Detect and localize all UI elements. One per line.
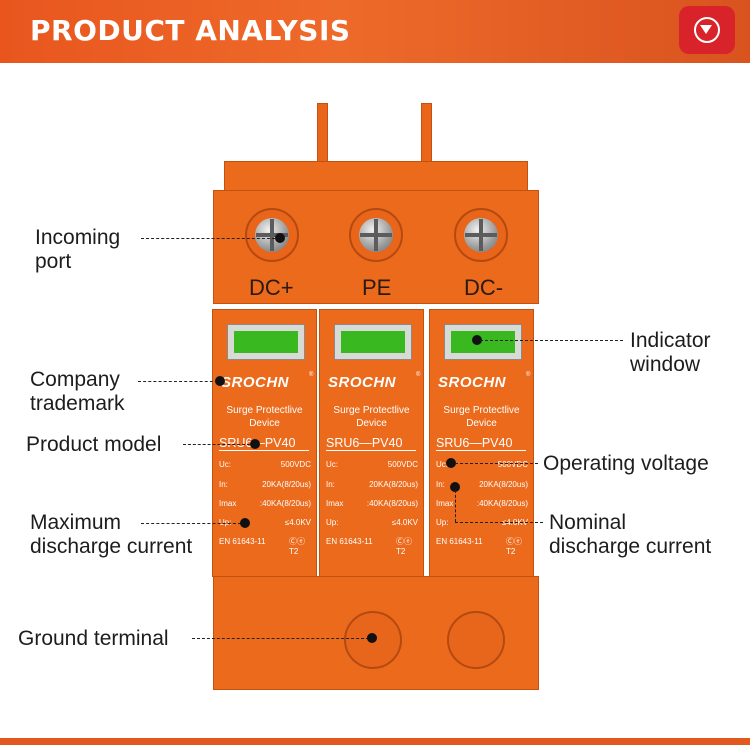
registered-mark: ® [309, 372, 314, 378]
leader-product-model [183, 444, 250, 445]
bottom-bar [0, 738, 750, 745]
certification-marks: Ⓒⓔ T2 [396, 537, 412, 556]
standard: EN 61643-11 [219, 537, 266, 546]
terminal-label-dc-plus: DC+ [249, 275, 294, 300]
header-banner: PRODUCT ANALYSIS [0, 0, 750, 63]
indicator-window [227, 324, 305, 360]
model-number: SRU6—PV40 [436, 436, 526, 451]
leader-nominal-discharge [455, 522, 543, 523]
model-number: SRU6—PV40 [326, 436, 416, 451]
leader-incoming-port [141, 238, 275, 239]
marker-operating-voltage [446, 458, 456, 468]
registered-mark: ® [416, 372, 421, 378]
chevron-down-circle-icon [694, 17, 720, 43]
upper-housing [224, 161, 528, 195]
registered-mark: ® [526, 372, 531, 378]
label-ground-terminal: Ground terminal [18, 627, 169, 650]
leader-maximum-discharge [141, 523, 241, 524]
marker-product-model [250, 439, 260, 449]
marker-maximum-discharge [240, 518, 250, 528]
marker-incoming-port [275, 233, 285, 243]
label-operating-voltage: Operating voltage [543, 452, 709, 475]
screw-dc-plus [245, 208, 299, 262]
brand-logo: SROCHN [221, 374, 290, 391]
brand-logo: SROCHN [328, 374, 397, 391]
leader-nominal-discharge-vertical [455, 490, 456, 522]
screw-dc-minus [454, 208, 508, 262]
indicator-window [444, 324, 522, 360]
standard: EN 61643-11 [436, 537, 483, 546]
expand-button[interactable] [679, 6, 735, 54]
screw-pe [349, 208, 403, 262]
leader-indicator-window [480, 340, 623, 341]
certification-marks: Ⓒⓔ T2 [506, 537, 522, 556]
leader-company-trademark [138, 381, 218, 382]
marker-nominal-discharge [450, 482, 460, 492]
leader-ground-terminal [192, 638, 369, 639]
indicator-window [334, 324, 412, 360]
terminal-label-pe: PE [362, 275, 392, 300]
terminal-label-dc-minus: DC- [464, 275, 504, 300]
marker-company-trademark [215, 376, 225, 386]
label-product-model: Product model [26, 433, 162, 456]
certification-marks: Ⓒⓔ T2 [289, 537, 305, 556]
triangle-down-icon [700, 25, 712, 34]
standard: EN 61643-11 [326, 537, 373, 546]
leader-operating-voltage [455, 463, 538, 464]
marker-ground-terminal [367, 633, 377, 643]
marker-indicator-window [472, 335, 482, 345]
banner-title: PRODUCT ANALYSIS [30, 14, 351, 47]
brand-logo: SROCHN [438, 374, 507, 391]
ground-terminal-right [447, 611, 505, 669]
